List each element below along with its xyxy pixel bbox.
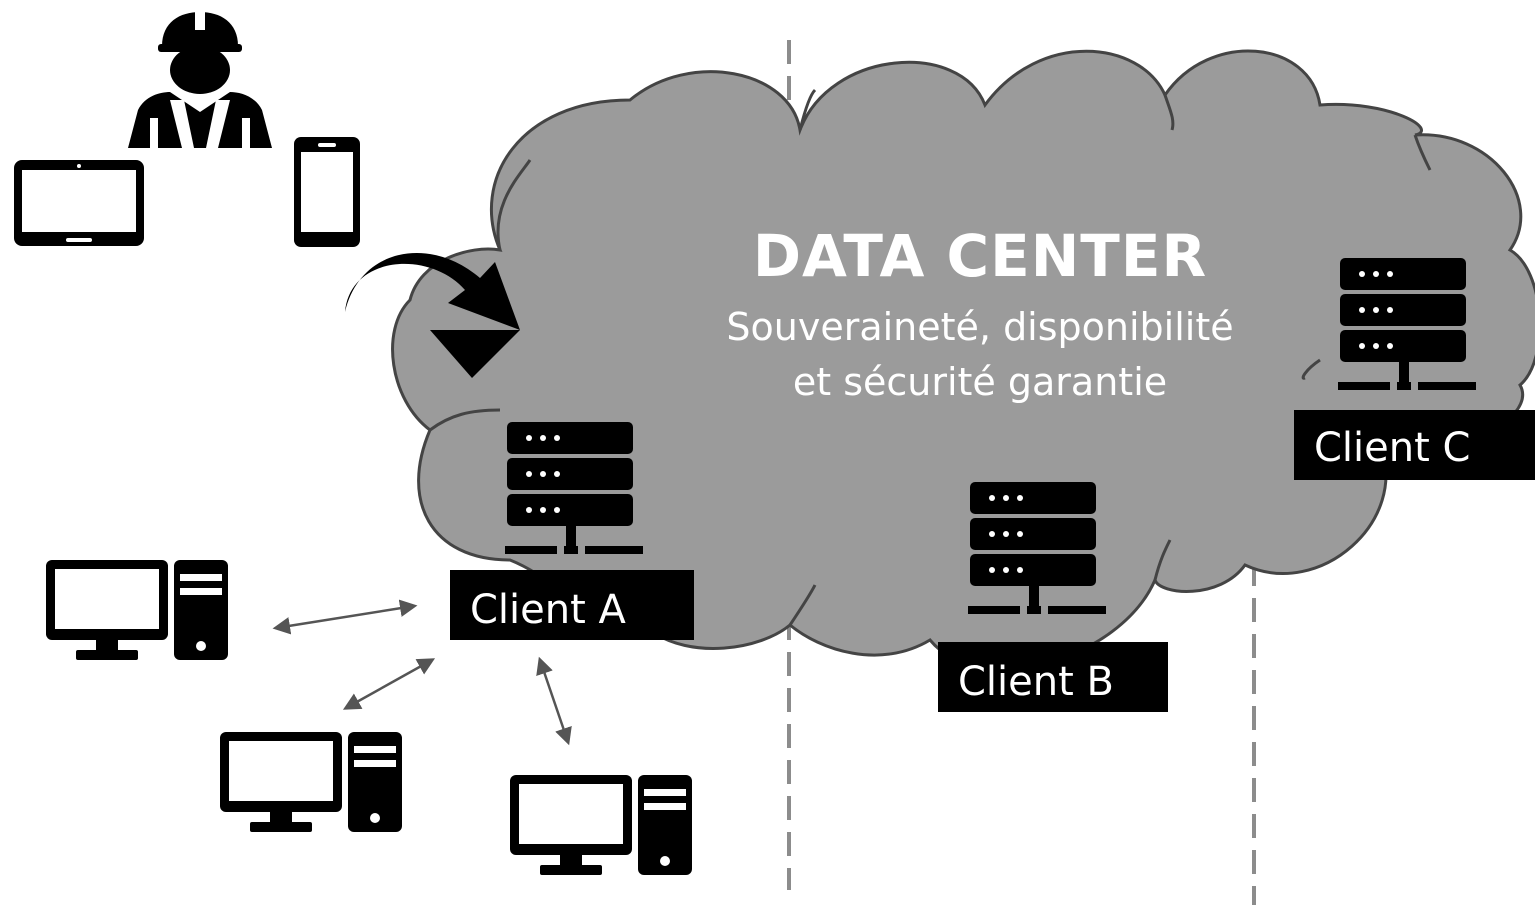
desktop-computer-icon-2 <box>220 732 402 832</box>
smartphone-icon <box>294 137 360 247</box>
tablet-icon <box>14 160 144 246</box>
desktop-computer-icon-3 <box>510 775 692 875</box>
bidirectional-arrow-icon-1 <box>272 599 418 635</box>
desktop-computer-icon-1 <box>46 560 228 660</box>
bidirectional-arrow-icon-2 <box>342 658 436 710</box>
client-a-label: Client A <box>450 570 694 640</box>
client-c-label: Client C <box>1294 410 1535 480</box>
datacenter-subtitle-line-2: et sécurité garantie <box>792 360 1168 404</box>
datacenter-subtitle-line-1: Souveraineté, disponibilité <box>726 305 1234 349</box>
bidirectional-arrow-icon-3 <box>536 656 572 746</box>
client-b-label: Client B <box>938 642 1168 712</box>
datacenter-title: DATA CENTER <box>752 222 1208 290</box>
worker-icon <box>128 12 272 148</box>
curved-arrow-icon <box>345 252 520 378</box>
